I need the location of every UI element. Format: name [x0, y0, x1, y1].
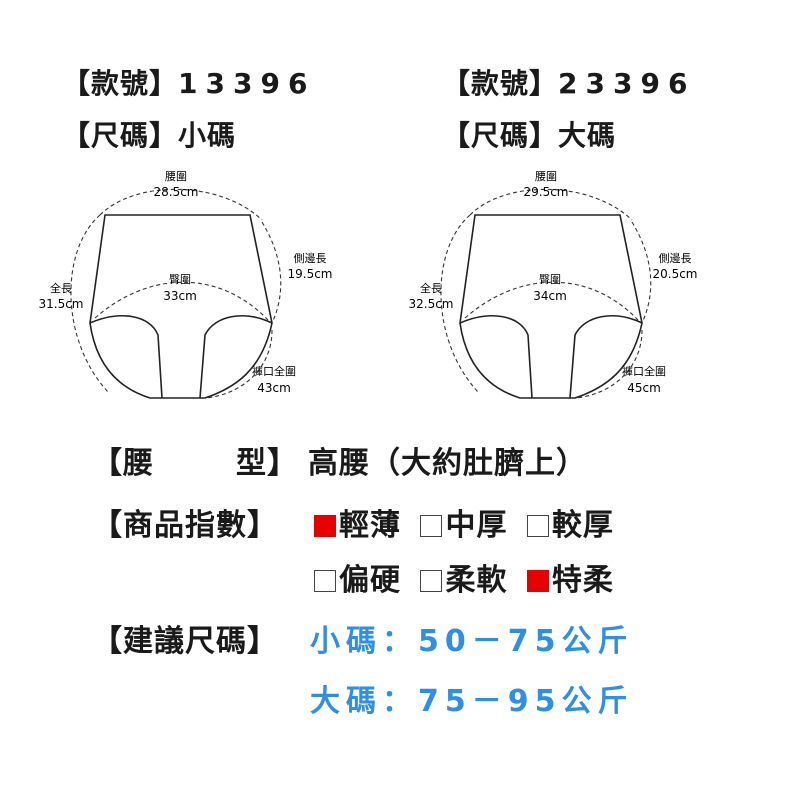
size-diagram-small: 腰圍 28.5cm 側邊長 19.5cm 全長 31.5cm 臀圍 33cm 褲…: [38, 170, 333, 399]
hip-value: 33cm: [163, 289, 197, 303]
checkbox-unchecked: [314, 570, 336, 592]
size-label: 【尺碼】: [62, 119, 179, 152]
side-value: 20.5cm: [652, 267, 697, 281]
waist-measure-line: [469, 188, 633, 221]
leg-value: 43cm: [257, 381, 291, 395]
index-option-extra-soft: 特柔: [526, 555, 614, 599]
hip-measure-line: [464, 281, 639, 321]
hip-label: 臀圍: [539, 273, 561, 286]
leg-opening-left: [89, 315, 163, 399]
full-label: 全長: [50, 281, 72, 295]
style-label: 【款號】: [442, 67, 559, 100]
product-index-row-2: 偏硬 柔軟 特柔: [314, 555, 622, 599]
checkbox-checked: [526, 570, 549, 592]
checkbox-unchecked: [420, 570, 443, 592]
leg-opening-right: [199, 315, 273, 399]
waist-type-label: 【腰 型】: [92, 438, 298, 482]
index-option-soft: 柔軟: [420, 555, 507, 599]
waist-label: 腰圍: [535, 170, 557, 183]
full-value: 31.5cm: [38, 297, 83, 311]
side-label: 側邊長: [659, 251, 692, 265]
waist-value: 29.5cm: [523, 185, 568, 199]
checkbox-unchecked: [526, 515, 549, 537]
style-number-small: 【款號】13396: [62, 62, 315, 102]
waist-measure-line: [99, 188, 263, 221]
waist-value: 28.5cm: [153, 185, 198, 199]
leg-value: 45cm: [627, 381, 661, 395]
leg-label: 褲口全圍: [252, 364, 296, 378]
size-large: 【尺碼】大碼: [442, 114, 616, 154]
waist-type-label-open: 【腰: [92, 446, 154, 481]
leg-measure-line: [574, 329, 643, 399]
hip-label: 臀圍: [169, 273, 191, 286]
size-value: 大碼: [558, 119, 617, 152]
side-label: 側邊長: [294, 251, 327, 265]
side-measure-line: [261, 221, 282, 324]
recommend-large: 大碼：75－95公斤: [310, 684, 634, 719]
style-value: 13396: [178, 67, 316, 100]
style-number-large: 【款號】23396: [442, 62, 695, 102]
product-index-label: 【商品指數】: [92, 508, 278, 543]
side-value: 19.5cm: [287, 267, 332, 281]
hip-value: 34cm: [533, 289, 567, 303]
checkbox-unchecked: [420, 515, 443, 537]
index-option-stiff: 偏硬: [314, 555, 401, 599]
side-measure-line: [631, 221, 652, 324]
full-value: 32.5cm: [408, 297, 453, 311]
leg-measure-line: [204, 329, 273, 399]
full-label: 全長: [420, 281, 442, 295]
waist-type-label-close: 型】: [236, 446, 298, 481]
index-option-light-thin: 輕薄: [314, 500, 401, 544]
product-index-row-1: 輕薄 中厚 較厚: [314, 500, 622, 544]
hip-measure-line: [94, 281, 269, 321]
waist-type-value: 高腰（大約肚臍上）: [308, 446, 587, 481]
size-diagram-large: 腰圍 29.5cm 側邊長 20.5cm 全長 32.5cm 臀圍 34cm 褲…: [408, 170, 698, 399]
index-option-thicker: 較厚: [526, 500, 614, 544]
size-value: 小碼: [178, 119, 237, 152]
recommend-label: 【建議尺碼】: [92, 624, 278, 659]
garment-outline: [459, 214, 643, 399]
waist-label: 腰圍: [165, 170, 187, 183]
size-label: 【尺碼】: [442, 119, 559, 152]
leg-opening-right: [569, 315, 643, 399]
checkbox-checked: [314, 515, 336, 537]
recommend-small: 小碼：50－75公斤: [310, 624, 634, 659]
leg-label: 褲口全圍: [622, 364, 666, 378]
size-small: 【尺碼】小碼: [62, 114, 236, 154]
style-label: 【款號】: [62, 67, 179, 100]
index-option-medium-thick: 中厚: [420, 500, 507, 544]
garment-outline: [89, 214, 273, 399]
leg-opening-left: [459, 315, 533, 399]
style-value: 23396: [558, 67, 696, 100]
